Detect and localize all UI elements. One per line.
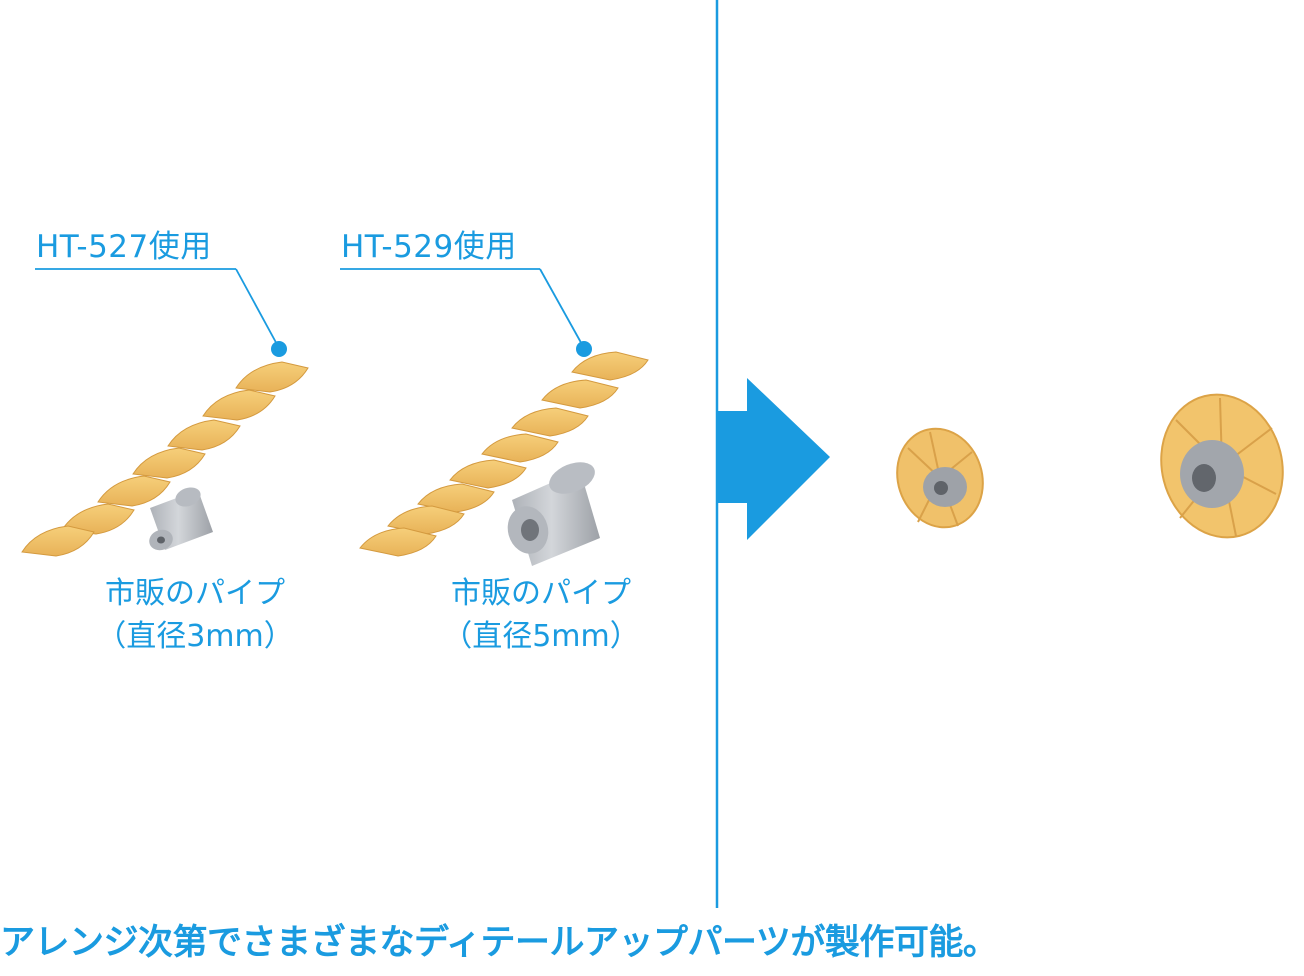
- callout-leader-b: [340, 268, 592, 357]
- pipe-label-5mm-line2: （直径5mm）: [442, 619, 640, 654]
- callout-leader-a: [35, 268, 287, 357]
- seal-strip-b: [359, 351, 649, 557]
- pipe-5mm: [507, 462, 600, 566]
- pipe-label-3mm-line1: 市販のパイプ: [105, 576, 285, 611]
- pipe-label-3mm-line2: （直径3mm）: [96, 619, 294, 654]
- pipe-label-5mm-line1: 市販のパイプ: [451, 576, 631, 611]
- pipe-label-5mm: 市販のパイプ （直径5mm）: [436, 572, 646, 658]
- fan-part-large: [1160, 393, 1284, 539]
- tag-ht-529: HT-529使用: [341, 229, 517, 265]
- caption: アレンジ次第でさまざまなディテールアップパーツが製作可能。: [0, 923, 998, 963]
- right-arrow-icon: [717, 378, 830, 540]
- pipe-3mm: [149, 487, 213, 551]
- seal-strip-a: [21, 361, 309, 557]
- tag-ht-527: HT-527使用: [36, 229, 212, 265]
- fan-part-small: [896, 427, 984, 529]
- pipe-label-3mm: 市販のパイプ （直径3mm）: [90, 572, 300, 658]
